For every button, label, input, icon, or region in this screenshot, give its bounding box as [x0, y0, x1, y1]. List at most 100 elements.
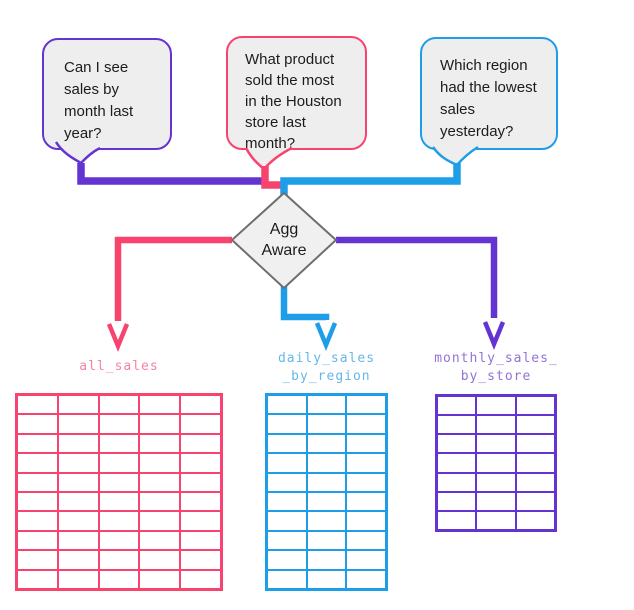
table-cell: [477, 416, 515, 434]
table-cell: [347, 415, 385, 433]
table-cell: [516, 473, 554, 491]
table-cell: [99, 551, 139, 569]
table-cell: [58, 434, 98, 453]
table-cell: [58, 570, 98, 588]
table-cell: [307, 454, 346, 472]
table-cell: [99, 492, 139, 511]
table-cell: [99, 434, 139, 453]
table-cell: [516, 511, 554, 529]
table-cell: [516, 454, 554, 472]
table-daily-sales-by-region: [265, 393, 388, 591]
table-cell: [99, 531, 139, 550]
connector-purple: [77, 163, 267, 185]
table-monthly-sales-by-store: [435, 394, 557, 532]
table-cell: [307, 531, 346, 550]
table-all-sales: [15, 393, 223, 591]
table-cell: [268, 454, 306, 472]
table-cell: [347, 531, 385, 550]
table-cell: [477, 397, 515, 415]
table-label-all-sales: all_sales: [79, 359, 159, 374]
table-cell: [516, 416, 554, 434]
table-cell: [18, 473, 57, 491]
question-text-houston-product: What product sold the most in the Housto…: [245, 51, 342, 152]
table-cell: [140, 492, 180, 511]
table-cell: [58, 512, 98, 530]
table-cell: [140, 531, 180, 550]
table-cell: [140, 396, 180, 414]
table-cell: [516, 435, 554, 453]
table-cell: [18, 434, 57, 453]
table-cell: [268, 434, 306, 453]
table-cell: [140, 473, 180, 491]
table-cell: [307, 512, 346, 530]
table-cell: [268, 570, 306, 588]
table-cell: [140, 434, 180, 453]
table-cell: [438, 397, 476, 415]
table-cell: [18, 512, 57, 530]
table-cell: [18, 531, 57, 550]
table-cell: [58, 473, 98, 491]
table-cell: [347, 492, 385, 511]
table-cell: [140, 570, 180, 588]
table-cell: [181, 492, 220, 511]
table-cell: [140, 551, 180, 569]
table-cell: [347, 434, 385, 453]
table-cell: [477, 435, 515, 453]
table-cell: [140, 415, 180, 433]
table-cell: [307, 551, 346, 569]
table-cell: [58, 415, 98, 433]
table-cell: [307, 492, 346, 511]
table-cell: [181, 512, 220, 530]
connector-blue: [280, 163, 461, 199]
branch-monthly-sales: [336, 236, 498, 318]
table-cell: [438, 473, 476, 491]
table-cell: [18, 492, 57, 511]
table-cell: [347, 551, 385, 569]
table-cell: [181, 473, 220, 491]
branch-daily-sales: [280, 286, 330, 321]
table-cell: [99, 570, 139, 588]
connector-pink: [261, 166, 286, 189]
table-cell: [99, 415, 139, 433]
table-cell: [18, 570, 57, 588]
table-label-daily-sales-by-region: daily_sales _by_region: [277, 351, 376, 384]
table-cell: [268, 396, 306, 414]
table-cell: [181, 396, 220, 414]
table-cell: [140, 512, 180, 530]
table-cell: [18, 454, 57, 472]
table-cell: [268, 473, 306, 491]
table-cell: [181, 551, 220, 569]
table-cell: [268, 531, 306, 550]
table-cell: [181, 570, 220, 588]
table-cell: [307, 570, 346, 588]
table-cell: [58, 551, 98, 569]
table-cell: [18, 396, 57, 414]
table-cell: [347, 570, 385, 588]
table-cell: [438, 454, 476, 472]
table-cell: [438, 435, 476, 453]
table-cell: [307, 473, 346, 491]
table-cell: [99, 454, 139, 472]
table-cell: [58, 396, 98, 414]
speech-bubble-monthly-sales: Can I see sales by month last year?: [42, 38, 172, 150]
table-cell: [438, 511, 476, 529]
table-cell: [516, 492, 554, 510]
table-cell: [58, 454, 98, 472]
table-cell: [18, 415, 57, 433]
branch-all-sales: [114, 236, 232, 321]
table-cell: [307, 434, 346, 453]
table-cell: [181, 415, 220, 433]
table-cell: [58, 492, 98, 511]
question-text-monthly-sales: Can I see sales by month last year?: [64, 59, 134, 142]
table-cell: [438, 492, 476, 510]
arrowhead-all-sales: [106, 323, 130, 352]
table-cell: [477, 511, 515, 529]
table-cell: [58, 531, 98, 550]
arrowhead-daily-sales: [314, 322, 338, 351]
table-cell: [347, 473, 385, 491]
table-cell: [268, 492, 306, 511]
table-cell: [477, 492, 515, 510]
speech-bubble-houston-product: What product sold the most in the Housto…: [226, 36, 367, 152]
table-cell: [99, 473, 139, 491]
